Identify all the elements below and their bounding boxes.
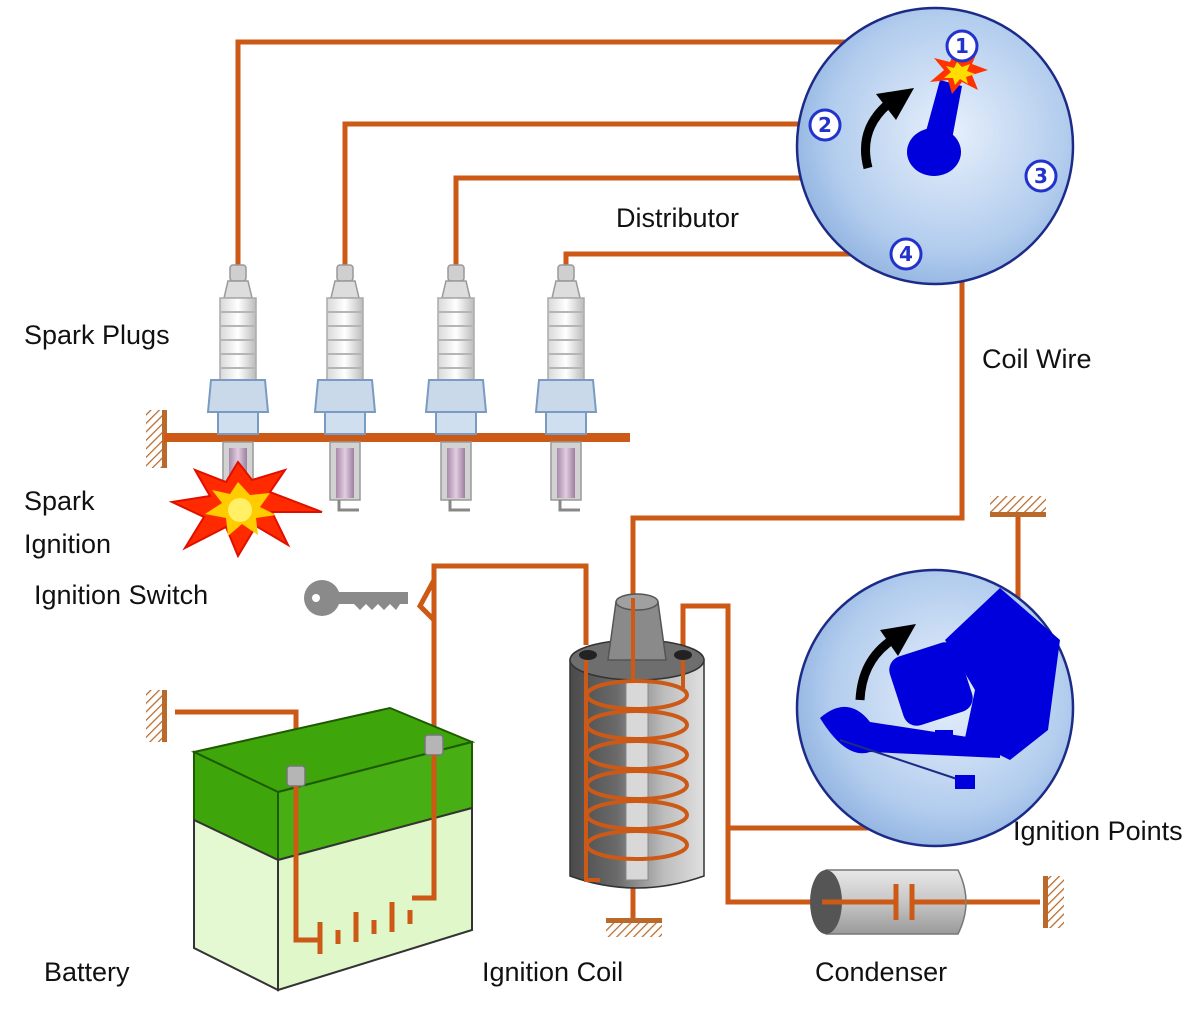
rotation-arrow-icon [855,624,916,701]
label-coil-wire: Coil Wire [982,344,1092,374]
label-ignition-switch: Ignition Switch [34,580,209,610]
ignition-coil [569,593,705,889]
wire-coil [630,158,965,598]
label-distributor: Distributor [616,203,740,233]
spark-burst-icon [168,460,323,559]
wire-plug-2 [342,121,824,268]
condenser [810,869,967,935]
ground-symbol-icon [990,496,1046,517]
wire-switch-coil [431,563,589,740]
battery [190,706,476,992]
distributor-terminal-4 [889,237,923,271]
label-spark: Spark [24,486,95,516]
rotation-arrow-icon [861,88,914,170]
spark-plug [313,264,377,512]
ground-symbol-icon [1043,876,1064,928]
label-battery: Battery [44,957,130,987]
label-condenser: Condenser [815,957,948,987]
spark-plugs [206,264,598,512]
label-spark-plugs: Spark Plugs [24,320,170,350]
label-ignition-points: Ignition Points [1013,816,1183,846]
distributor-terminal-3 [1024,159,1058,193]
ignition-points [795,568,1075,848]
wire-plug-4 [563,251,906,268]
terminal-number: 2 [818,113,832,137]
wire-plug-1 [235,39,962,268]
spark-plug [424,264,488,512]
wire-coil-condenser [680,603,822,905]
terminal-number: 3 [1034,164,1048,188]
distributor: 1 2 3 4 [795,6,1075,286]
ground-rail [164,433,630,442]
distributor-terminal-2 [808,108,842,142]
distributor-rotor [907,80,962,176]
terminal-number: 1 [955,34,969,58]
ground-symbol-icon [146,690,167,742]
key-icon [304,580,408,616]
label-ignition: Ignition [24,529,112,559]
spark-plug [534,264,598,512]
ground-symbol-icon [606,918,662,937]
ignition-switch [304,566,437,640]
terminal-number: 4 [899,242,913,266]
distributor-terminal-1 [945,29,979,63]
label-ignition-coil: Ignition Coil [482,957,624,987]
ground-symbol-icon [146,410,167,468]
